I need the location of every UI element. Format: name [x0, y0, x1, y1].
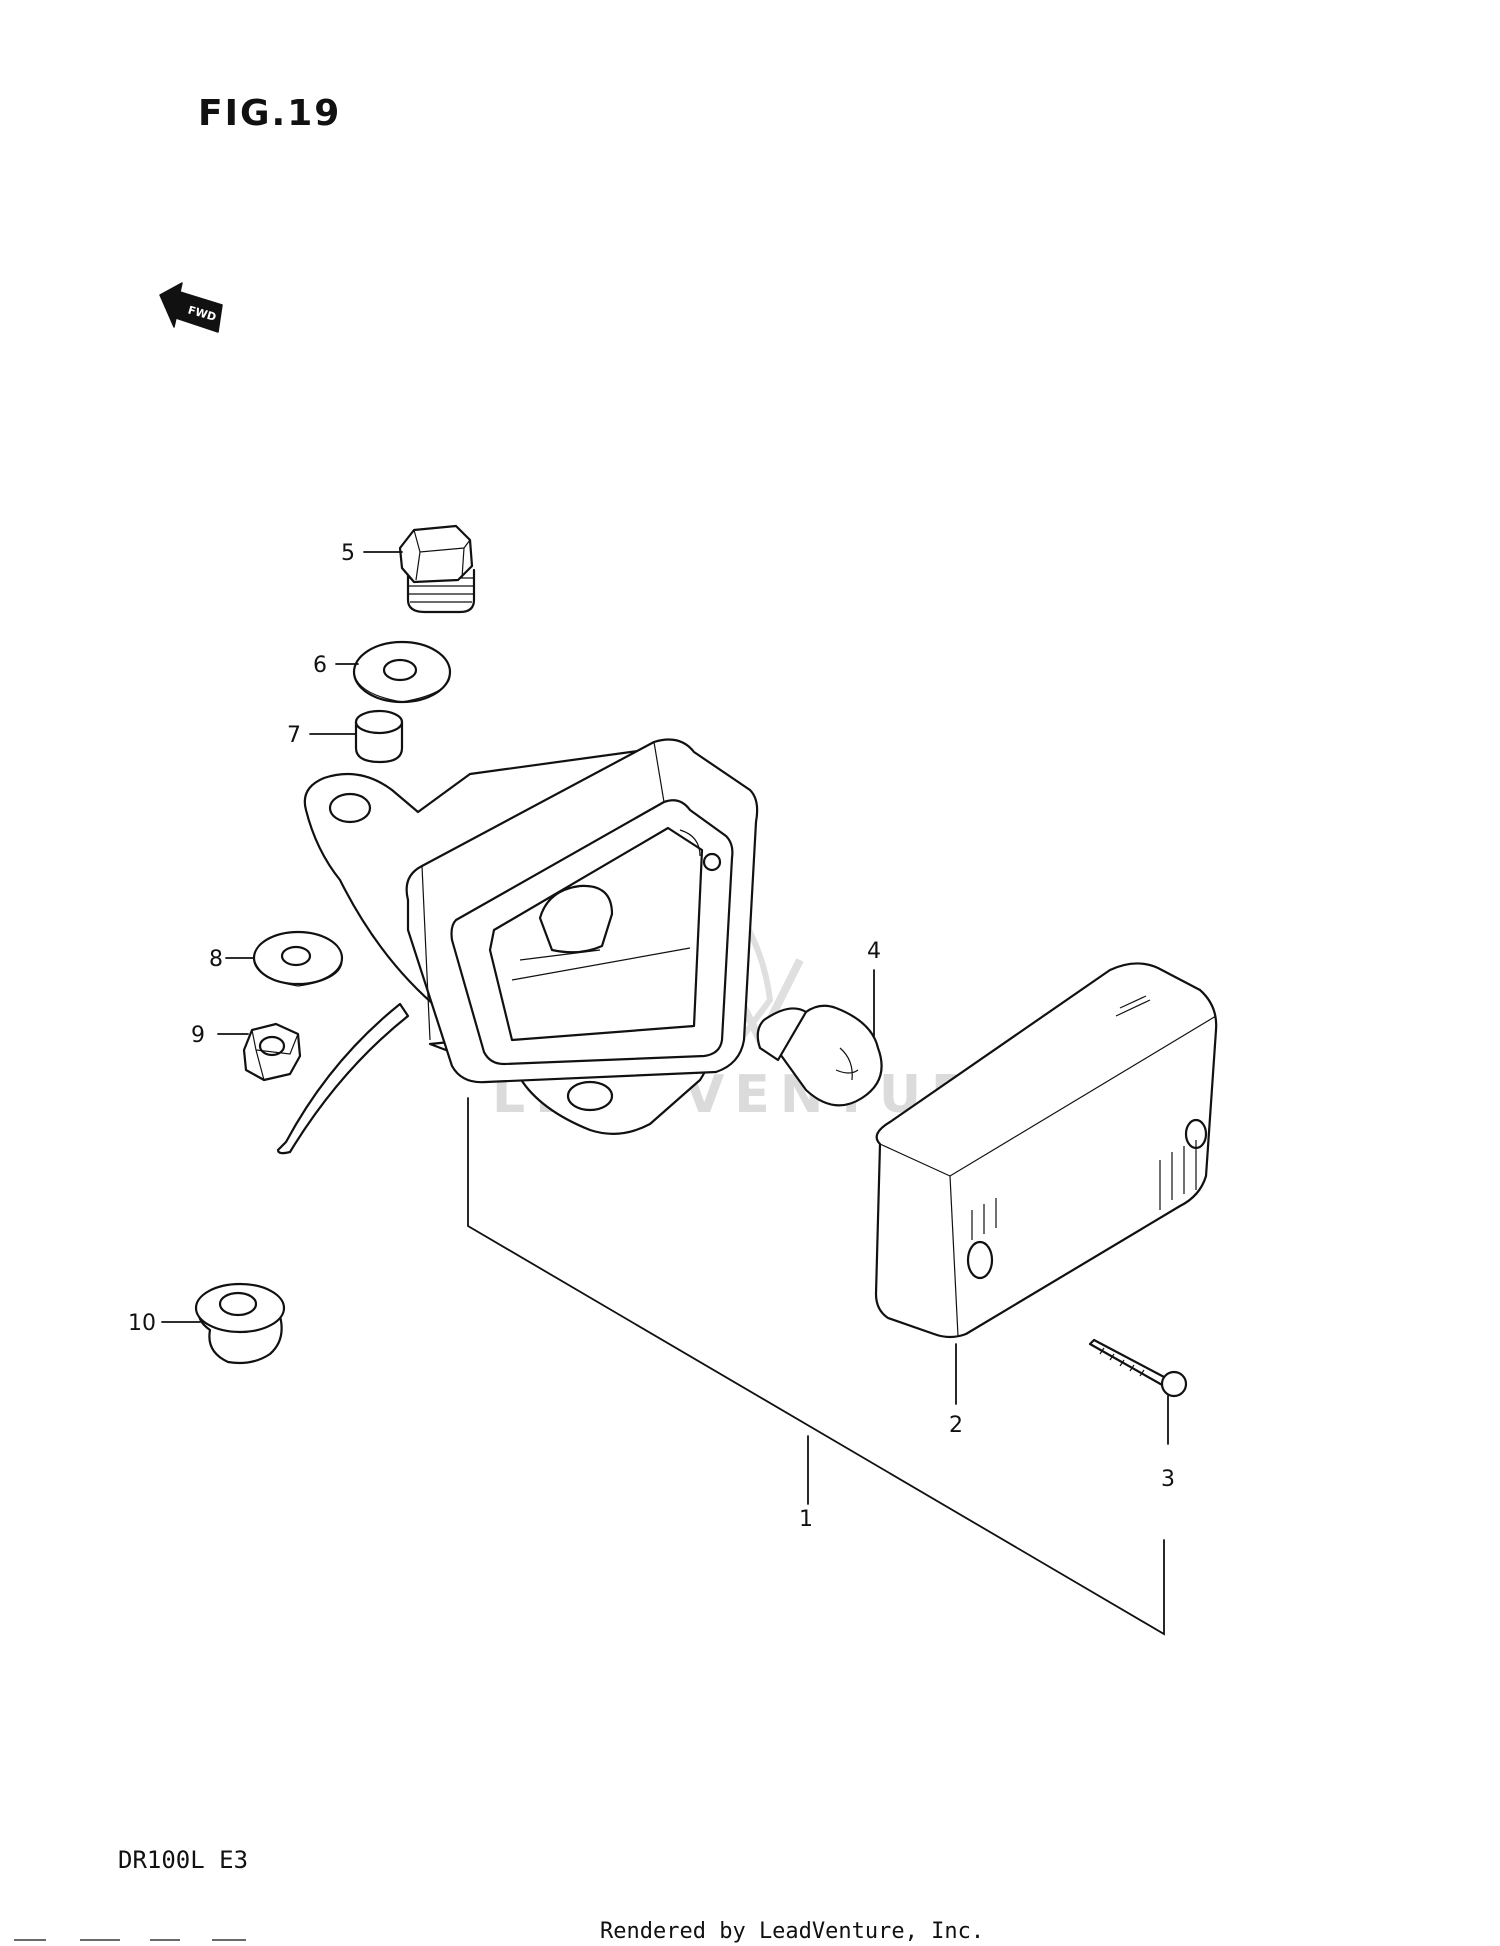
render-credit: Rendered by LeadVenture, Inc.: [600, 1919, 984, 1944]
figure-title: FIG.19: [198, 93, 341, 134]
callout-3: 3: [1161, 1467, 1175, 1492]
screw-part-3: [1088, 1338, 1188, 1398]
callouts: 1 2 3 4 5 6 7 8 9 10: [128, 541, 1175, 1532]
fwd-arrow-icon: FWD: [159, 282, 223, 333]
lens-part-2: [874, 962, 1218, 1339]
model-code: DR100L E3: [118, 1846, 248, 1874]
callout-2: 2: [949, 1413, 963, 1438]
lamp-housing-part-1: [276, 738, 759, 1155]
washer-part-8: [252, 930, 344, 987]
leader-lines: [161, 551, 1169, 1636]
collar-part-7: [354, 709, 404, 764]
callout-1: 1: [799, 1507, 813, 1532]
bulb-part-4: [756, 1004, 883, 1107]
callout-10: 10: [128, 1311, 156, 1336]
grommet-part-10: [194, 1282, 286, 1365]
callout-4: 4: [867, 939, 881, 964]
callout-5: 5: [341, 541, 355, 566]
callout-6: 6: [313, 653, 327, 678]
bolt-part-5: [398, 524, 476, 614]
callout-8: 8: [209, 947, 223, 972]
callout-9: 9: [191, 1023, 205, 1048]
washer-part-6: [352, 640, 452, 704]
nut-part-9: [242, 1022, 302, 1082]
callout-7: 7: [287, 723, 301, 748]
